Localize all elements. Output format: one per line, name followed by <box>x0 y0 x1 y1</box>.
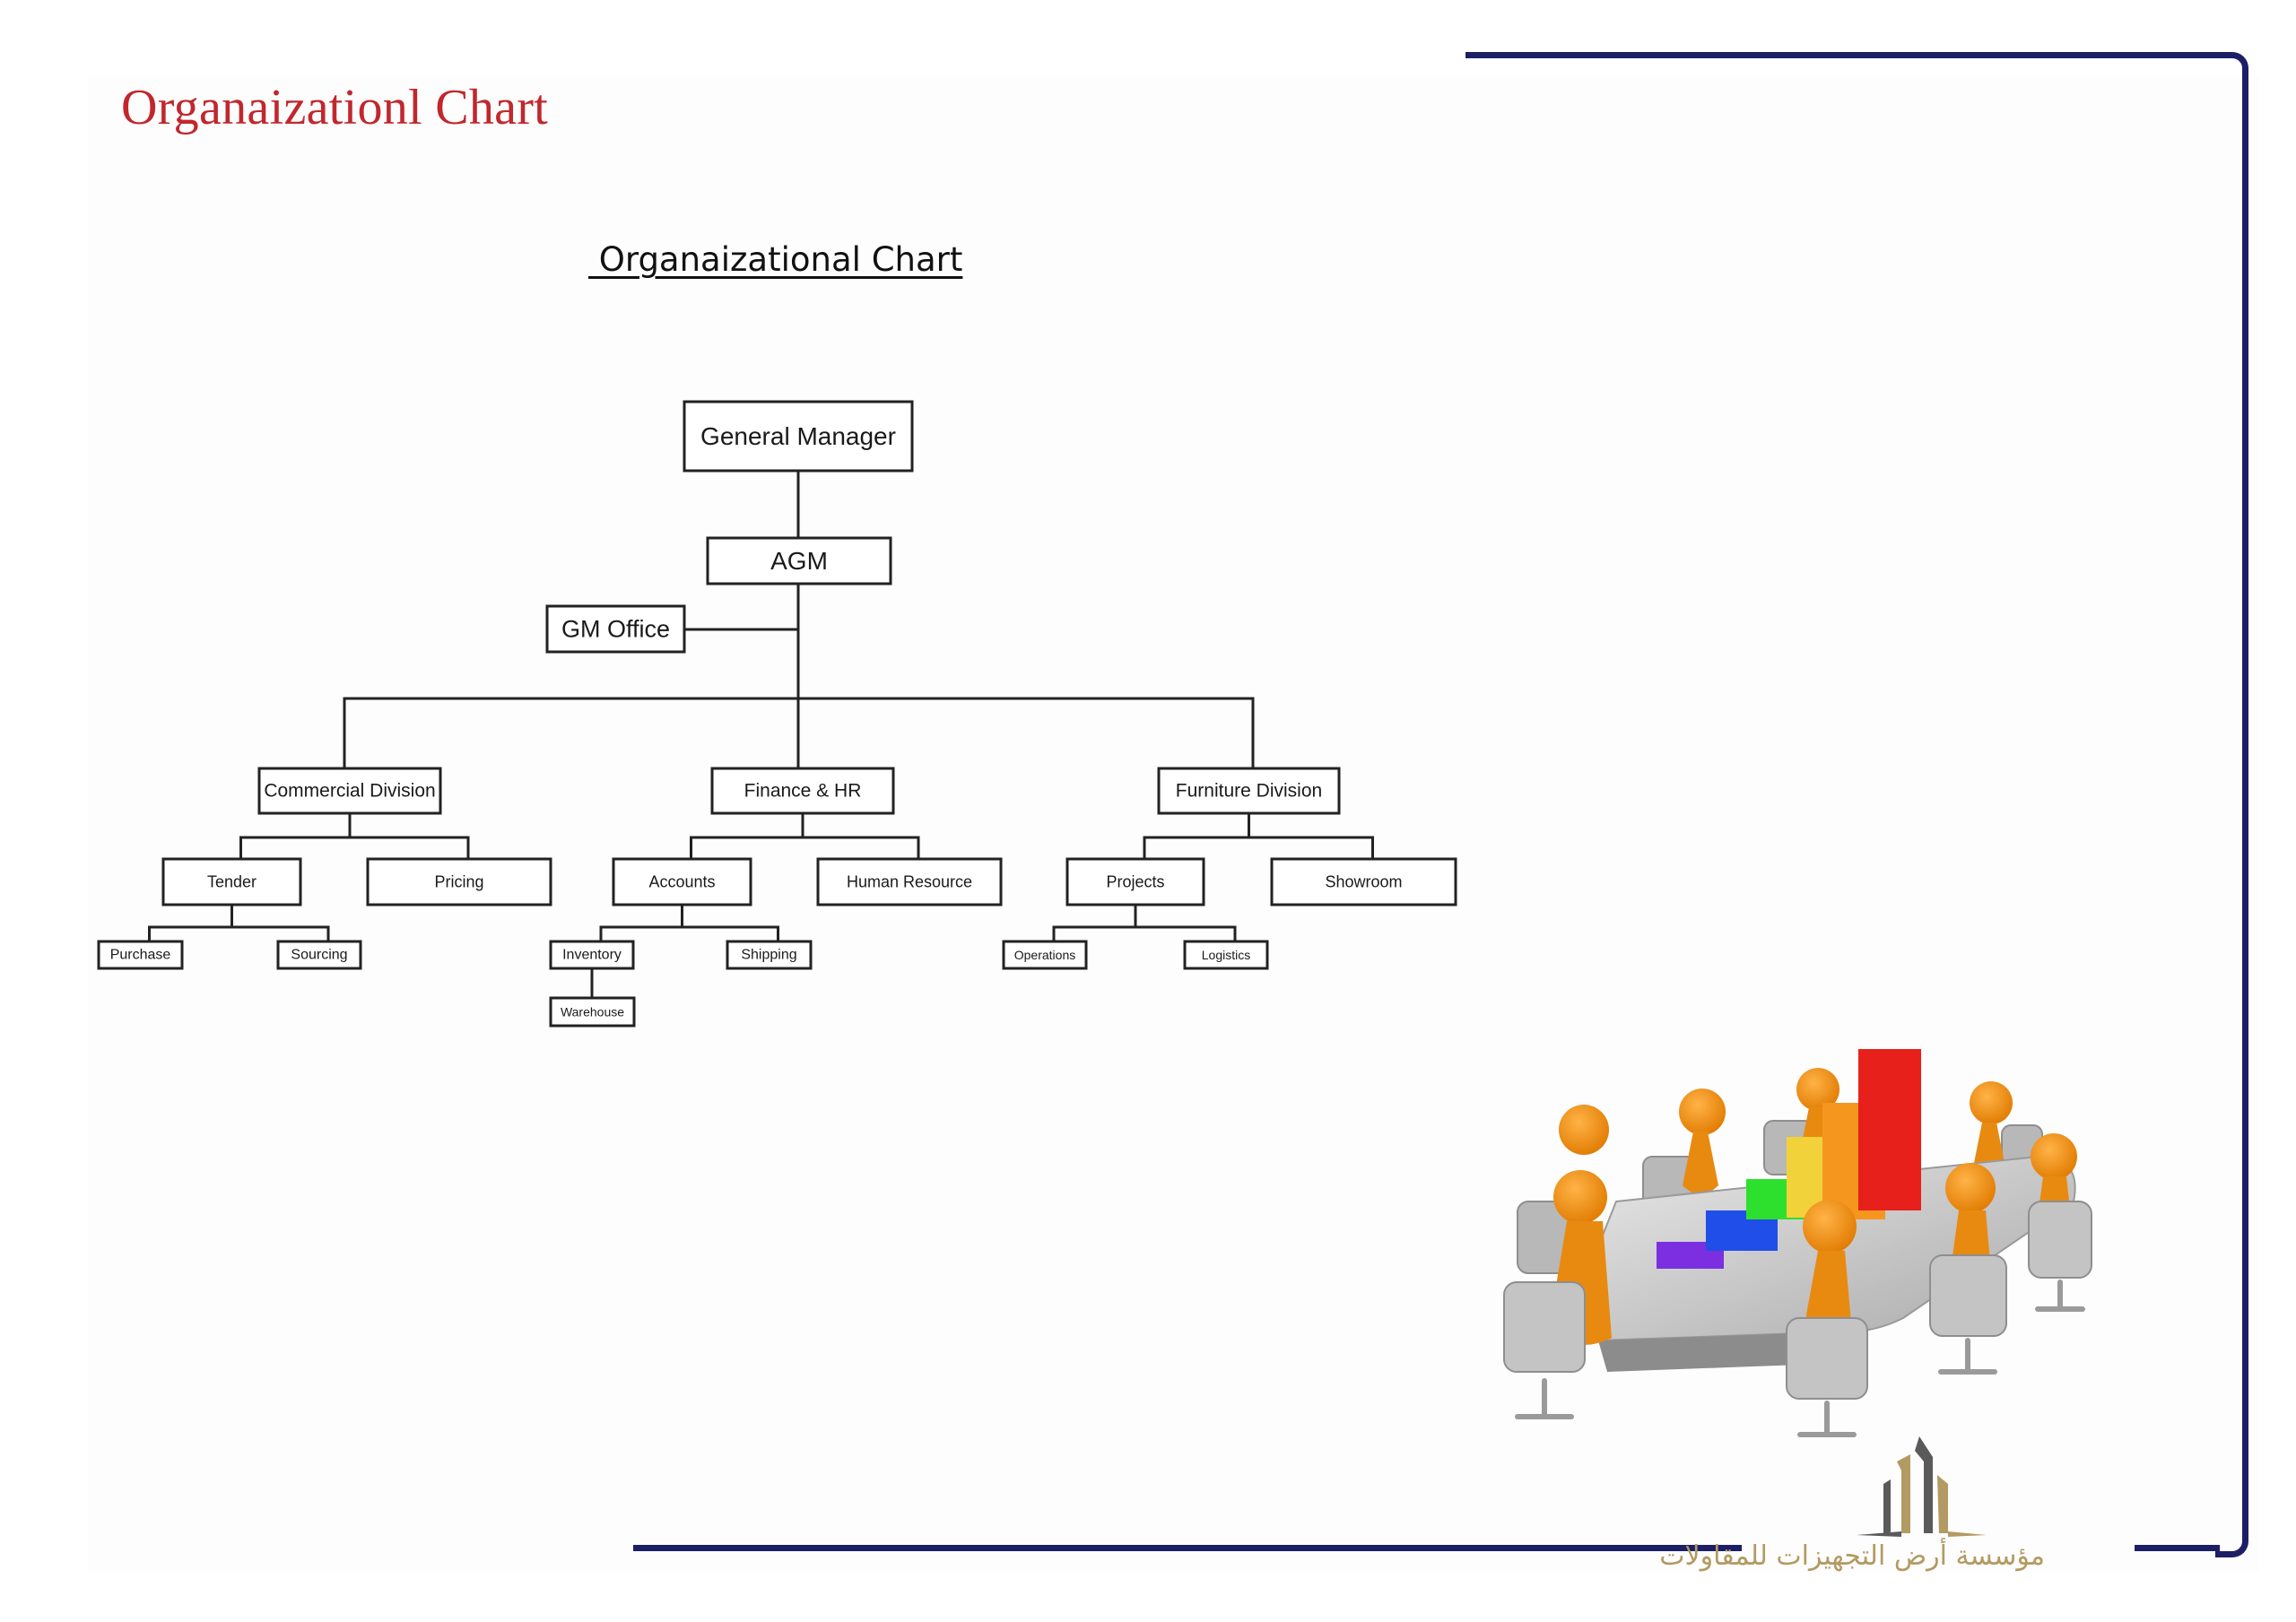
org-node-label: Showroom <box>1325 873 1402 891</box>
org-node-label: Furniture Division <box>1176 781 1322 802</box>
org-node-label: Human Resource <box>847 873 972 891</box>
org-node-label: General Manager <box>700 422 896 450</box>
org-node-pricing: Pricing <box>366 857 552 906</box>
org-node-label: Tender <box>207 873 257 891</box>
org-node-label: Sourcing <box>291 948 347 963</box>
org-node-inventory: Inventory <box>549 940 635 970</box>
frame-bottom-right-line <box>2135 1545 2220 1551</box>
org-node-projects: Projects <box>1065 857 1205 906</box>
org-node-box <box>276 940 362 970</box>
org-node-label: Purchase <box>110 948 171 963</box>
org-node-box <box>816 857 1003 906</box>
chair-bases <box>1515 1279 2085 1437</box>
org-node-gm-office: GM Office <box>545 604 686 654</box>
org-node-box <box>683 400 914 473</box>
org-node-box <box>1065 857 1205 906</box>
org-node-box <box>97 940 184 970</box>
org-node-warehouse: Warehouse <box>549 996 636 1028</box>
org-node-gm: General Manager <box>683 400 914 473</box>
org-node-showroom: Showroom <box>1270 857 1457 906</box>
org-node-shipping: Shipping <box>726 940 813 970</box>
org-node-box <box>1270 857 1457 906</box>
org-node-box <box>549 940 635 970</box>
frame-bottom-right-corner <box>2215 1524 2248 1557</box>
org-node-label: Finance & HR <box>744 781 862 802</box>
org-node-sourcing: Sourcing <box>276 940 362 970</box>
org-node-label: Operations <box>1014 948 1075 962</box>
org-node-box <box>545 604 686 654</box>
org-connectors <box>148 471 1374 998</box>
org-node-label: Pricing <box>434 873 483 891</box>
org-node-commercial: Commercial Division <box>257 767 442 815</box>
org-node-label: Projects <box>1106 873 1164 891</box>
meeting-illustration <box>1503 1049 2092 1437</box>
org-node-operations: Operations <box>1002 940 1088 970</box>
org-node-box <box>1183 940 1269 970</box>
frame-right-line <box>2242 79 2248 1531</box>
org-node-box <box>366 857 552 906</box>
frame-top-line <box>1465 52 2228 58</box>
org-node-accounts: Accounts <box>612 857 752 906</box>
org-node-label: Commercial Division <box>264 781 435 802</box>
page-title: Organaizationl Chart <box>121 80 549 135</box>
org-node-box <box>710 767 895 815</box>
org-node-label: Warehouse <box>561 1005 624 1019</box>
org-node-box <box>1157 767 1341 815</box>
org-node-box <box>1002 940 1088 970</box>
org-node-agm: AGM <box>706 536 892 585</box>
org-node-label: Shipping <box>741 948 796 963</box>
connector-finance-hr-bar <box>690 836 920 859</box>
org-node-label: Inventory <box>562 948 622 963</box>
org-node-label: GM Office <box>561 616 670 643</box>
org-node-box <box>161 857 302 906</box>
org-node-box <box>612 857 752 906</box>
org-node-box <box>706 536 892 585</box>
org-node-finance-hr: Finance & HR <box>710 767 895 815</box>
slide-background <box>88 75 2258 1573</box>
connector-commercial-bar <box>239 836 470 859</box>
org-node-label: AGM <box>770 547 828 575</box>
connector-accounts-bar <box>599 925 779 941</box>
org-node-box <box>549 996 636 1028</box>
company-name-arabic: مؤسسة أرض التجهيزات للمقاولات <box>1659 1540 2045 1572</box>
org-node-label: Accounts <box>648 873 715 891</box>
org-node-human-resource: Human Resource <box>816 857 1003 906</box>
bar-red <box>1858 1049 1921 1210</box>
org-node-tender: Tender <box>161 857 302 906</box>
connector-furniture-bar <box>1143 836 1374 859</box>
org-node-box <box>257 767 442 815</box>
connector-projects-bar <box>1052 925 1237 941</box>
frame-top-right-corner <box>2215 52 2248 85</box>
org-node-logistics: Logistics <box>1183 940 1269 970</box>
frame-bottom-left-line <box>633 1545 1742 1551</box>
org-chart-title: Organaizational Chart <box>588 240 963 279</box>
chairs-front <box>1503 1201 2092 1400</box>
company-logo: مؤسسة أرض التجهيزات للمقاولات <box>1659 1435 2045 1596</box>
org-node-furniture: Furniture Division <box>1157 767 1341 815</box>
connector-tender-bar <box>148 925 330 941</box>
building-logo-icon <box>1857 1436 1987 1537</box>
org-node-label: Logistics <box>1202 948 1250 962</box>
org-node-purchase: Purchase <box>97 940 184 970</box>
org-node-box <box>726 940 813 970</box>
